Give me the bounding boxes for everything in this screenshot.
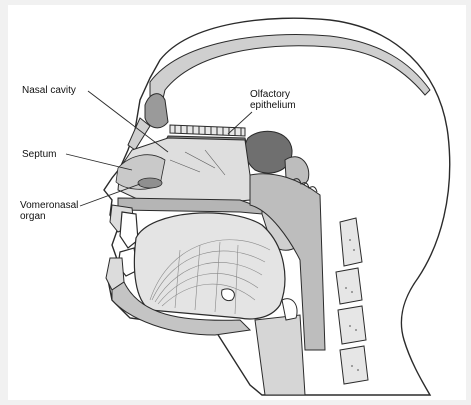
label-vomeronasal-organ: Vomeronasal organ xyxy=(20,200,78,222)
label-septum: Septum xyxy=(22,149,56,160)
label-olfactory-line1: Olfactory xyxy=(250,89,296,100)
label-olfactory-line2: epithelium xyxy=(250,100,296,111)
frontal-sinus xyxy=(145,94,168,128)
hyoid-bone xyxy=(222,289,235,301)
label-vomeronasal-line1: Vomeronasal xyxy=(20,200,78,211)
label-vomeronasal-line2: organ xyxy=(20,211,78,222)
tongue xyxy=(134,213,285,319)
label-nasal-cavity: Nasal cavity xyxy=(22,85,76,96)
label-olfactory-epithelium: Olfactory epithelium xyxy=(250,89,296,111)
vomeronasal-organ xyxy=(138,178,162,188)
